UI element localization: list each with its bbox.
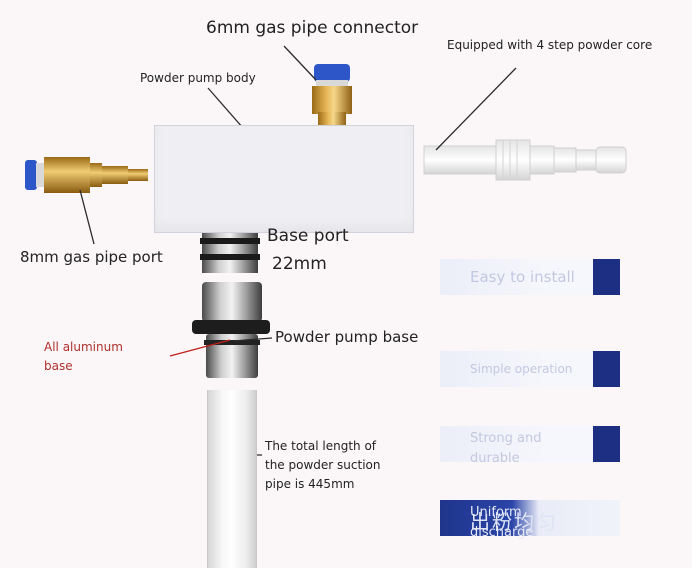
feature-badge-durable: Strong and durable xyxy=(440,426,620,466)
label-pump-body: Powder pump body xyxy=(140,71,256,85)
feature-text: Simple operation xyxy=(470,362,573,376)
base-port xyxy=(200,231,260,273)
connector-6mm xyxy=(312,64,352,126)
label-gas-port-8mm: 8mm gas pipe port xyxy=(20,248,163,266)
feature-badge-operation: Simple operation xyxy=(440,351,620,387)
connector-8mm xyxy=(25,157,148,193)
feature-text: Easy to install xyxy=(470,268,575,286)
label-base-port-title: Base port xyxy=(267,226,349,246)
aluminum-leader-line xyxy=(169,339,231,357)
label-suction-pipe: The total length of the powder suction p… xyxy=(265,439,381,491)
label-aluminum-base: All aluminum base xyxy=(44,340,123,373)
feature-watermark: 出粉均匀 xyxy=(470,510,558,534)
label-pump-base: Powder pump base xyxy=(275,328,419,346)
label-powder-core: Equipped with 4 step powder core xyxy=(447,38,653,52)
feature-badge-discharge: 出粉均匀 Uniform discharge xyxy=(440,500,620,540)
aluminum-pump-base xyxy=(192,282,270,378)
suction-pipe xyxy=(207,390,257,568)
feature-text: Strong and durable xyxy=(470,431,542,466)
label-gas-connector-6mm: 6mm gas pipe connector xyxy=(206,18,419,38)
pump-body-block xyxy=(154,125,414,233)
feature-badge-install: Easy to install xyxy=(440,259,620,295)
powder-core xyxy=(423,139,627,181)
label-base-port-size: 22mm xyxy=(272,254,327,274)
feature-text: Uniform discharge xyxy=(470,505,534,540)
